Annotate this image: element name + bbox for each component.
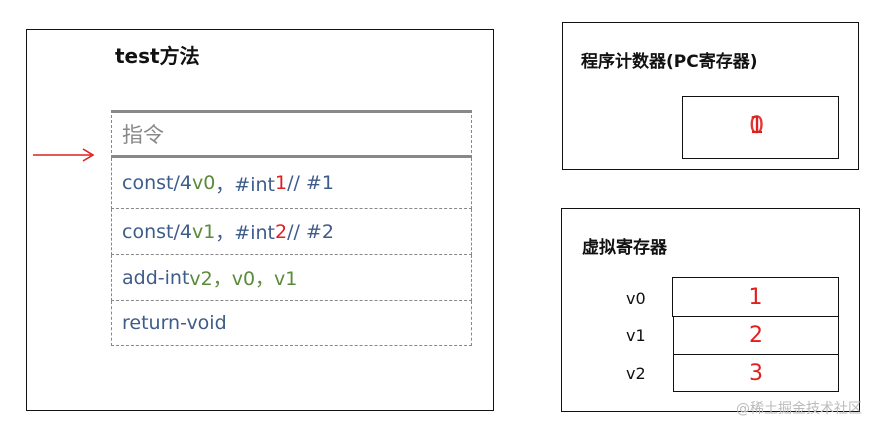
instruction-value: 1 [275, 172, 288, 194]
current-instruction-arrow-icon [33, 148, 95, 162]
instruction-row: const/4 v0 ，#int 1 // #1 [111, 158, 472, 209]
instruction-op: add-int [122, 266, 190, 289]
method-box: test方法 指令 const/4 v0 ，#int 1 // #1 const… [26, 29, 494, 411]
instruction-comment: // #1 [287, 172, 334, 194]
instruction-value: 2 [275, 220, 288, 243]
instruction-comment: // #2 [287, 220, 334, 243]
instruction-table: 指令 const/4 v0 ，#int 1 // #1 const/4 v1 ，… [111, 110, 472, 346]
method-title: test方法 [115, 44, 200, 68]
instruction-op: const/4 [122, 172, 192, 194]
instruction-op: const/4 [122, 220, 192, 243]
instruction-register: v0 [191, 172, 216, 194]
instruction-op: return-void [122, 312, 227, 334]
instruction-row: add-int v2，v0，v1 [111, 255, 472, 301]
register-label-v1: v1 [626, 326, 646, 345]
virtual-registers-title: 虚拟寄存器 [582, 238, 667, 258]
instruction-header: 指令 [111, 110, 472, 158]
register-label-v0: v0 [626, 289, 646, 308]
pc-value: 1 [749, 111, 765, 139]
instruction-separator: ，#int [215, 222, 275, 244]
instruction-row: return-void [111, 301, 472, 346]
watermark: @稀土掘金技术社区 [736, 401, 862, 417]
instruction-register: v1 [191, 220, 216, 243]
register-label-v2: v2 [626, 364, 646, 383]
register-cell-v1: 2 [673, 316, 839, 355]
pc-value-previous: 0 [749, 111, 765, 139]
instruction-separator: ，#int [215, 173, 275, 196]
pc-register-box: 程序计数器(PC寄存器) 0 1 [562, 22, 859, 170]
register-cell-v2: 3 [673, 354, 839, 392]
instruction-registers: v2，v0，v1 [189, 268, 298, 290]
register-cell-v0: 1 [672, 277, 839, 317]
instruction-row: const/4 v1 ，#int 2 // #2 [111, 209, 472, 255]
virtual-registers-box: 虚拟寄存器 v0 1 v1 2 v2 3 [561, 208, 860, 412]
pc-title: 程序计数器(PC寄存器) [581, 52, 758, 72]
pc-value-box: 0 1 [682, 96, 839, 159]
